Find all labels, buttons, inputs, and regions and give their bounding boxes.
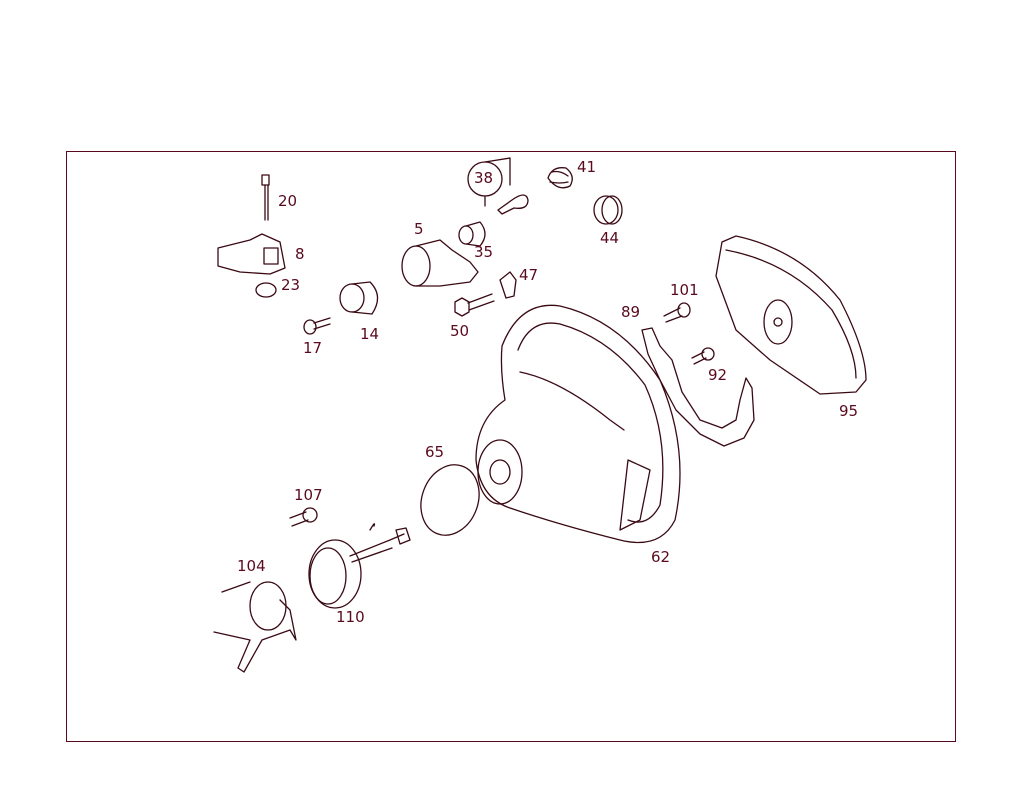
callout-38: 38 — [474, 169, 494, 187]
callout-92: 92 — [708, 366, 728, 384]
callout-35: 35 — [474, 243, 494, 261]
callout-110: 110 — [336, 608, 365, 626]
part-47-clip-icon — [499, 271, 517, 299]
part-104-sensor-icon — [213, 581, 297, 673]
callout-8: 8 — [295, 245, 305, 263]
callout-23: 23 — [281, 276, 301, 294]
part-20-bolt-icon — [261, 174, 270, 221]
part-95-airbag-module-icon — [715, 235, 867, 395]
callout-62: 62 — [651, 548, 671, 566]
part-17-screw-icon — [303, 317, 331, 335]
part-50-bolt-icon — [454, 293, 495, 317]
callout-104: 104 — [237, 557, 266, 575]
part-5-lock-housing-icon — [401, 239, 479, 287]
callout-41: 41 — [577, 158, 597, 176]
callout-20: 20 — [278, 192, 298, 210]
callout-101: 101 — [670, 281, 699, 299]
callout-65: 65 — [425, 443, 445, 461]
callout-95: 95 — [839, 402, 859, 420]
part-65-contact-ring-icon — [420, 464, 480, 536]
callout-14: 14 — [360, 325, 380, 343]
part-23-nut-icon — [255, 282, 277, 298]
part-8-switch-icon — [217, 233, 286, 275]
part-38-key-set-icon — [467, 157, 529, 215]
callout-50: 50 — [450, 322, 470, 340]
part-101-screw-icon — [663, 302, 691, 323]
part-14-connector-icon — [339, 281, 379, 315]
part-41-spring-icon — [547, 167, 573, 189]
callout-44: 44 — [600, 229, 620, 247]
callout-89: 89 — [621, 303, 641, 321]
part-92-screw-icon — [691, 347, 715, 365]
diagram-frame — [66, 151, 956, 742]
part-35-lock-cylinder-icon — [458, 221, 486, 247]
callout-107: 107 — [294, 486, 323, 504]
part-107-screw-icon — [289, 507, 318, 527]
callout-5: 5 — [414, 220, 424, 238]
part-44-ring-icon — [593, 195, 623, 225]
callout-17: 17 — [303, 339, 323, 357]
part-89-bracket-icon — [641, 327, 755, 447]
part-110-clock-spring-icon — [308, 523, 411, 609]
callout-47: 47 — [519, 266, 539, 284]
part-62-steering-wheel-icon — [475, 304, 681, 544]
